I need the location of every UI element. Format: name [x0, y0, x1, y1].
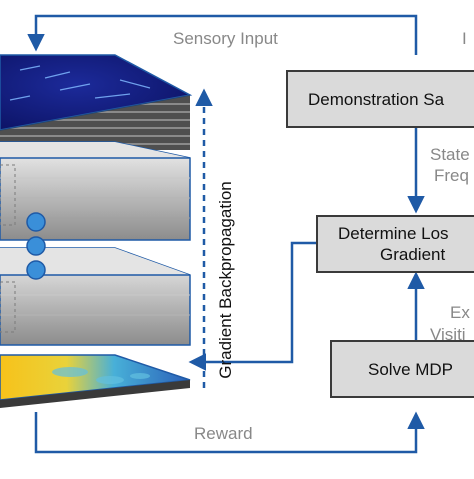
exp-visit-label-2: Visiti [430, 325, 466, 344]
exp-visit-label-1: Ex [450, 303, 470, 322]
sensory-speckles [9, 65, 151, 101]
sensory-input-arrow [27, 14, 418, 55]
node [26, 260, 46, 280]
solve-mdp-box: Solve MDP [330, 340, 474, 398]
reward-label: Reward [194, 424, 253, 443]
right-edge-label: I [462, 29, 467, 48]
demonstration-box: Demonstration Sa [286, 70, 474, 128]
loss-gradient-box: Determine Los Gradient [316, 215, 474, 273]
network-nodes [26, 212, 46, 280]
demonstration-label: Demonstration Sa [308, 89, 445, 109]
sensory-input-label: Sensory Input [173, 29, 278, 48]
hidden-layer-1 [0, 141, 191, 241]
gradient-backprop-label: Gradient Backpropagation [216, 181, 235, 379]
reward-heatmap-layer [0, 354, 191, 408]
sensory-input-layer [0, 54, 193, 150]
reward-arrow [34, 411, 425, 454]
node [26, 212, 46, 232]
loss-gradient-label-2: Gradient [380, 245, 446, 264]
solve-mdp-label: Solve MDP [368, 359, 454, 379]
heatmap-blotches [52, 367, 150, 384]
state-freq-label-2: Freq [434, 166, 469, 185]
node [26, 236, 46, 256]
state-freq-label-1: State [430, 145, 470, 164]
loss-gradient-label-1: Determine Los [338, 224, 449, 243]
hidden-layer-2 [0, 247, 191, 346]
loss-to-network-arrow [188, 241, 316, 371]
